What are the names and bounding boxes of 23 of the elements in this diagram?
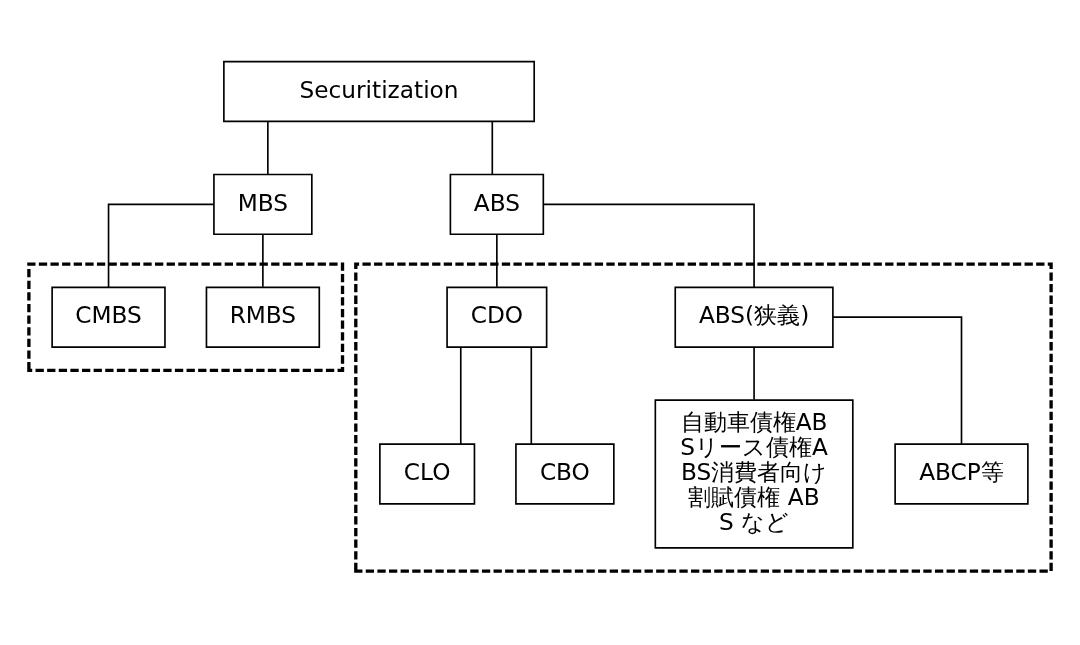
connector (459, 346, 462, 445)
node-box: CDO (446, 286, 548, 348)
node-box: RMBS (205, 286, 321, 348)
node-box: CLO (379, 442, 476, 505)
node-box: 自動車債権ABSリース債権ABS消費者向け割賦債権 ABS など (654, 398, 854, 549)
node-box: Securitization (223, 60, 536, 122)
node-box: ABS(狭義) (674, 286, 834, 348)
connector (530, 346, 533, 445)
connector (262, 233, 264, 288)
node-box: CBO (515, 442, 615, 505)
connector (491, 120, 494, 175)
cluster (354, 261, 1053, 573)
node-box: ABCP等 (894, 442, 1029, 505)
node-box: MBS (213, 173, 313, 235)
connector (267, 120, 269, 175)
connector (107, 203, 215, 288)
connector (832, 315, 963, 445)
node-box: CMBS (51, 286, 166, 348)
connector (542, 203, 755, 288)
connector (753, 346, 755, 400)
cluster (27, 261, 345, 372)
node-box: ABS (449, 173, 545, 235)
connector (496, 233, 498, 288)
